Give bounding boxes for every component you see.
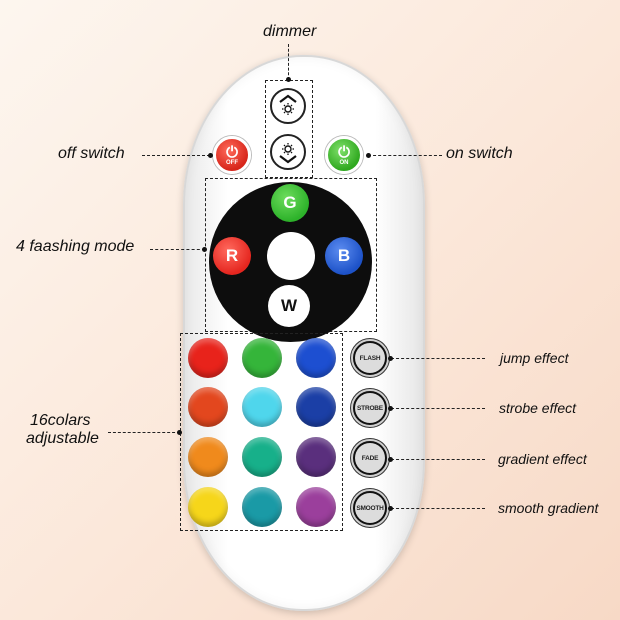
off-switch-leader-dot bbox=[208, 153, 213, 158]
on-button-label: ON bbox=[339, 159, 349, 166]
flash-button-face: FLASH bbox=[355, 343, 385, 373]
white-button-label: W bbox=[280, 296, 298, 315]
color-button[interactable] bbox=[188, 487, 228, 527]
gradient-effect-leader-dot bbox=[388, 457, 393, 462]
colors-leader-line bbox=[108, 432, 180, 433]
fade-button[interactable]: FADE bbox=[351, 439, 389, 477]
colors-leader-dot bbox=[177, 430, 182, 435]
white-center-button[interactable] bbox=[267, 232, 315, 280]
smooth-gradient-leader-dot bbox=[388, 506, 393, 511]
off-switch-leader-line bbox=[142, 155, 210, 156]
brightness-down-button[interactable] bbox=[270, 134, 306, 170]
power-icon: ⏻ bbox=[338, 143, 350, 161]
brightness-down-icon bbox=[279, 143, 297, 164]
strobe-button-face: STROBE bbox=[355, 393, 385, 423]
strobe-effect-leader-line bbox=[391, 408, 485, 409]
white-button[interactable]: W bbox=[268, 285, 310, 327]
strobe-button[interactable]: STROBE bbox=[351, 389, 389, 427]
strobe-effect-label: strobe effect bbox=[499, 400, 577, 416]
power-icon: ⏻ bbox=[226, 143, 238, 161]
off-switch-label: off switch bbox=[58, 145, 125, 162]
on-switch-leader-line bbox=[368, 155, 442, 156]
color-button[interactable] bbox=[296, 338, 336, 378]
jump-effect-leader-dot bbox=[388, 356, 393, 361]
flash-button-label: FLASH bbox=[359, 354, 381, 362]
on-switch-leader-dot bbox=[366, 153, 371, 158]
off-button[interactable]: ⏻ OFF bbox=[213, 136, 251, 174]
gradient-effect-leader-line bbox=[391, 459, 485, 460]
strobe-effect-leader-dot bbox=[388, 406, 393, 411]
smooth-button-label: SMOOTH bbox=[356, 504, 384, 512]
color-button[interactable] bbox=[188, 338, 228, 378]
on-switch-label: on switch bbox=[446, 145, 513, 162]
fade-button-label: FADE bbox=[361, 454, 379, 462]
color-button[interactable] bbox=[188, 387, 228, 427]
flash-mode-leader-dot bbox=[202, 247, 207, 252]
jump-effect-label: jump effect bbox=[500, 350, 569, 366]
red-button-label: R bbox=[225, 246, 239, 265]
dimmer-leader-line bbox=[288, 44, 289, 80]
flash-button[interactable]: FLASH bbox=[351, 339, 389, 377]
strobe-button-label: STROBE bbox=[357, 404, 383, 412]
green-button-label: G bbox=[283, 193, 297, 212]
smooth-gradient-leader-line bbox=[391, 508, 485, 509]
color-button[interactable] bbox=[242, 338, 282, 378]
blue-button[interactable]: B bbox=[325, 237, 363, 275]
red-button[interactable]: R bbox=[213, 237, 251, 275]
flash-mode-label: 4 faashing mode bbox=[16, 238, 135, 255]
smooth-gradient-label: smooth gradient bbox=[498, 500, 599, 516]
color-button[interactable] bbox=[296, 387, 336, 427]
off-button-label: OFF bbox=[226, 159, 238, 166]
colors-label-line1: 16colars bbox=[30, 412, 91, 429]
color-button[interactable] bbox=[242, 387, 282, 427]
dimmer-label: dimmer bbox=[263, 23, 317, 40]
gradient-effect-label: gradient effect bbox=[498, 451, 587, 467]
smooth-button[interactable]: SMOOTH bbox=[351, 489, 389, 527]
colors-label-line2: adjustable bbox=[26, 430, 99, 447]
dimmer-leader-dot bbox=[286, 77, 291, 82]
color-button[interactable] bbox=[242, 487, 282, 527]
blue-button-label: B bbox=[337, 246, 351, 265]
brightness-up-button[interactable] bbox=[270, 88, 306, 124]
green-button[interactable]: G bbox=[271, 184, 309, 222]
fade-button-face: FADE bbox=[355, 443, 385, 473]
color-button[interactable] bbox=[296, 487, 336, 527]
jump-effect-leader-line bbox=[391, 358, 485, 359]
color-button[interactable] bbox=[242, 437, 282, 477]
color-button[interactable] bbox=[188, 437, 228, 477]
on-button[interactable]: ⏻ ON bbox=[325, 136, 363, 174]
smooth-button-face: SMOOTH bbox=[355, 493, 385, 523]
brightness-up-icon bbox=[279, 94, 297, 115]
flash-mode-leader-line bbox=[150, 249, 205, 250]
color-button[interactable] bbox=[296, 437, 336, 477]
